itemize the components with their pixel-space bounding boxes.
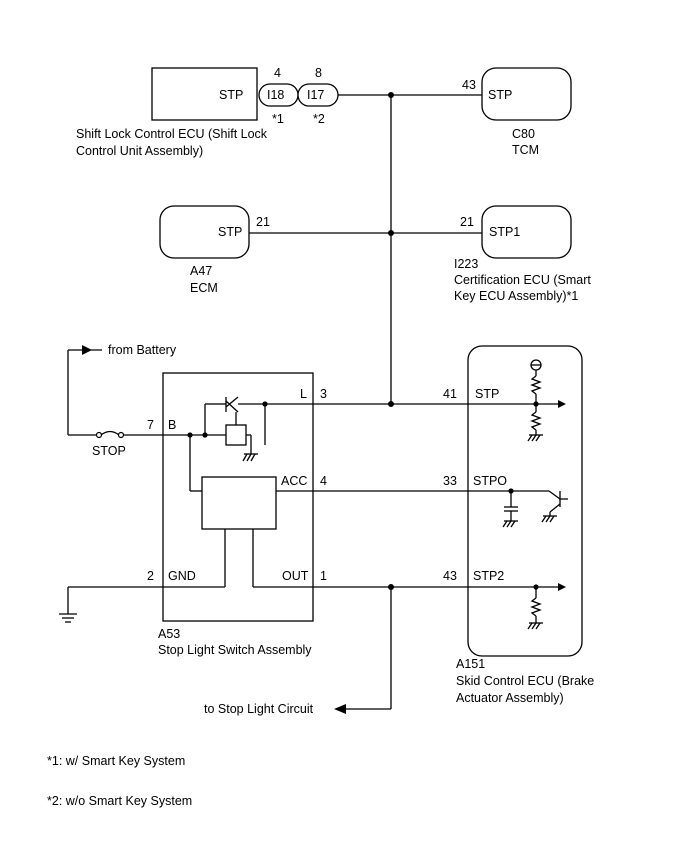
shift-lock-pin-label: STP: [219, 88, 243, 102]
skid-stp2-number: 43: [443, 569, 457, 583]
switch-pin-acc-number: 4: [320, 474, 327, 488]
certification-ecu-box: [481, 205, 572, 259]
certification-name-line2: Key ECU Assembly)*1: [454, 289, 578, 303]
certification-code: I223: [454, 257, 478, 271]
skid-stp-circuit: [468, 359, 566, 442]
skid-stp2-circuit: [468, 583, 566, 630]
ecm-name: ECM: [190, 281, 218, 295]
footnote-1: *1: w/ Smart Key System: [47, 754, 185, 768]
switch-internal-circuit: [163, 396, 313, 588]
wire-node: [388, 92, 394, 98]
certification-name-line1: Certification ECU (Smart: [454, 273, 591, 287]
arrow-to-stop-light-icon: [334, 704, 346, 714]
skid-stpo-number: 33: [443, 474, 457, 488]
ecm-pin-label: STP: [218, 225, 242, 239]
from-battery-label: from Battery: [108, 343, 177, 357]
switch-pin-l-label: L: [300, 387, 307, 401]
tcm-pin-number: 43: [462, 78, 476, 92]
stop-fuse-label: STOP: [92, 444, 126, 458]
ground-icon: [59, 586, 163, 623]
skid-name-line2: Actuator Assembly): [456, 691, 564, 705]
certification-pin-number: 21: [460, 215, 474, 229]
switch-pin-b-number: 7: [147, 418, 154, 432]
shift-lock-name-line1: Shift Lock Control ECU (Shift Lock: [76, 127, 268, 141]
stop-fuse-icon: [100, 430, 120, 436]
switch-pin-acc-label: ACC: [281, 474, 307, 488]
shift-lock-ecu-box: [151, 67, 258, 121]
skid-stp2-label: STP2: [473, 569, 504, 583]
tcm-code: C80: [512, 127, 535, 141]
skid-stpo-circuit: [468, 488, 568, 528]
switch-pin-out-number: 1: [320, 569, 327, 583]
tcm-pin-label: STP: [488, 88, 512, 102]
wire-node: [388, 230, 394, 236]
skid-stp-number: 41: [443, 387, 457, 401]
footnote-2: *2: w/o Smart Key System: [47, 794, 192, 808]
fuse-terminal: [95, 431, 103, 439]
connector-i18-id: I18: [267, 88, 284, 102]
connector-i18-note: *1: [272, 112, 284, 126]
connector-i17-id: I17: [307, 88, 324, 102]
switch-pin-b-label: B: [168, 418, 176, 432]
connector-i17-note: *2: [313, 112, 325, 126]
switch-pin-out-label: OUT: [282, 569, 309, 583]
ecm-box: [159, 205, 250, 259]
connector-i17-pin: 8: [315, 66, 322, 80]
skid-name-line1: Skid Control ECU (Brake: [456, 674, 594, 688]
switch-pin-gnd-number: 2: [147, 569, 154, 583]
tcm-box: [481, 67, 572, 121]
to-stop-light-label: to Stop Light Circuit: [204, 702, 314, 716]
certification-pin-label: STP1: [489, 225, 520, 239]
switch-pin-l-number: 3: [320, 387, 327, 401]
skid-stp-label: STP: [475, 387, 499, 401]
skid-control-ecu-box: [467, 345, 583, 657]
switch-pin-gnd-label: GND: [168, 569, 196, 583]
skid-code: A151: [456, 657, 485, 671]
fuse-terminal: [117, 431, 125, 439]
connector-i18-pin: 4: [274, 66, 281, 80]
ecm-pin-number: 21: [256, 215, 270, 229]
ecm-code: A47: [190, 264, 212, 278]
switch-code: A53: [158, 627, 180, 641]
switch-name: Stop Light Switch Assembly: [158, 643, 312, 657]
skid-stpo-label: STPO: [473, 474, 507, 488]
shift-lock-name-line2: Control Unit Assembly): [76, 144, 203, 158]
tcm-name: TCM: [512, 143, 539, 157]
